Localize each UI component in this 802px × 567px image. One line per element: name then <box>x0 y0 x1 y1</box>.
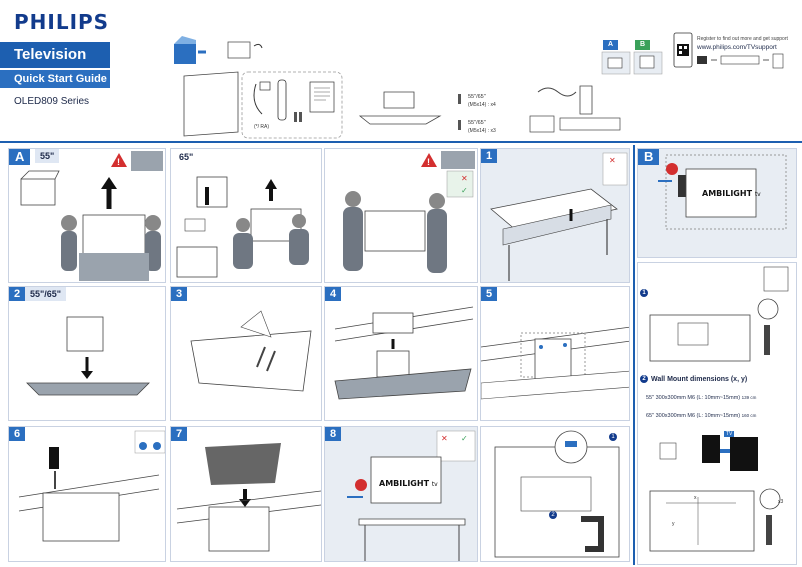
svg-text:✓: ✓ <box>461 186 468 195</box>
panel-step-6: 6 <box>8 426 166 562</box>
wall-dims-55: 55" 300x300mm M6 (L: 10mm~15mm) 139 cm <box>646 395 757 401</box>
svg-text:✓: ✓ <box>461 434 468 443</box>
phone-qr-icon <box>673 32 693 68</box>
tv-panel-outline <box>183 71 239 137</box>
screwdriver-illustration <box>18 430 165 542</box>
register-url[interactable]: www.philips.com/TVsupport <box>697 44 777 51</box>
wall-dims-65: 65" 300x300mm M6 (L: 10mm~15mm) 160 cm <box>646 413 757 419</box>
stand-neck-illustration <box>26 316 150 396</box>
panel-badge: 1 <box>481 149 498 163</box>
panel-badge: 4 <box>325 287 342 301</box>
cable-step-2: 2 <box>549 511 560 519</box>
panel-step-8: 8 ✕ ✓ AMBILIGHT tv <box>324 426 478 562</box>
panel-badge: B <box>638 149 660 165</box>
carry-illustration: ! ✕ ✓ <box>343 151 475 273</box>
screws-b-count: (M5x14) : x3 <box>468 128 496 134</box>
attach-stand-illustration <box>334 306 474 400</box>
doc-title: Television <box>0 42 110 68</box>
ambilight-logo: AMBILIGHT tv <box>702 189 761 198</box>
panel-step-7: 7 <box>170 426 322 562</box>
cable-illustration <box>494 430 620 558</box>
panel-badge: 3 <box>171 287 188 301</box>
panel-a-65: 65" <box>170 148 322 283</box>
x-dim-label: x <box>694 495 697 501</box>
panel-badge: 5 <box>481 287 498 301</box>
header-tab-b: B <box>635 40 651 50</box>
cover-illustration <box>176 443 321 552</box>
register-block: Register to find out more and get suppor… <box>673 32 793 132</box>
panel-step-4: 4 <box>324 286 478 421</box>
fix-screws-illustration <box>481 326 629 400</box>
unbox-icon <box>174 36 206 64</box>
screws-a-sizes: 55"/65" <box>468 94 486 100</box>
size-tag: 55" <box>35 149 60 163</box>
remote-label: (*/ RA) <box>254 124 269 130</box>
panel-a-55: A 55" ! <box>8 148 166 283</box>
box-contents-illustration <box>174 36 621 139</box>
wall-step-1: 1 <box>640 289 651 297</box>
panel-b: B AMBILIGHT tv <box>637 148 797 258</box>
wall-mount-illustration <box>658 154 787 230</box>
panel-step-2: 2 55"/65" <box>8 286 166 421</box>
wall-mount-steps-illustration <box>649 266 789 552</box>
x3-label: x3 <box>778 499 784 505</box>
tv-label: TV <box>724 431 735 437</box>
panel-badge: 6 <box>9 427 26 441</box>
place-on-table-illustration: ✕ <box>490 152 628 281</box>
panel-step-1: 1 ✕ <box>480 148 630 283</box>
register-text: Register to find out more and get suppor… <box>697 36 788 42</box>
panel-badge: 8 <box>325 427 342 441</box>
header-tab-a: A <box>603 40 619 50</box>
screws-b-sizes: 55"/65" <box>468 120 486 126</box>
svg-text:!: ! <box>427 157 430 167</box>
size-tag: 65" <box>179 152 194 162</box>
ambilight-logo: AMBILIGHT tv <box>379 479 438 488</box>
unpack-55-illustration: ! <box>20 151 163 281</box>
unpack-65-illustration <box>176 176 309 278</box>
screws-a-count: (M5x14) : x4 <box>468 102 496 108</box>
svg-text:!: ! <box>117 157 120 167</box>
panel-a-carry: ! ✕ ✓ <box>324 148 478 283</box>
register-steps-icon <box>697 53 784 69</box>
panel-cable-management: 1 2 <box>480 426 630 562</box>
svg-text:✕: ✕ <box>609 156 616 165</box>
series-label: OLED809 Series <box>14 96 90 107</box>
doc-subtitle: Quick Start Guide <box>0 70 110 88</box>
panel-step-3: 3 <box>170 286 322 421</box>
header-divider <box>0 141 802 143</box>
screw-stand-illustration <box>190 310 312 392</box>
box-contents: 55"/65" (M5x14) : x4 55"/65" (M5x14) : x… <box>170 36 630 139</box>
section-divider <box>633 145 635 565</box>
y-dim-label: y <box>672 521 675 527</box>
svg-text:✕: ✕ <box>461 174 468 183</box>
panel-badge: 7 <box>171 427 188 441</box>
svg-text:✕: ✕ <box>441 434 448 443</box>
panel-badge: 2 <box>9 287 26 301</box>
size-tag: 55"/65" <box>25 287 67 301</box>
brand-logo: PHILIPS <box>14 10 110 34</box>
small-box-icon <box>227 41 263 59</box>
placement-illustration: ✕ ✓ <box>347 430 476 561</box>
mount-choice-icons <box>601 51 663 75</box>
panel-step-5: 5 <box>480 286 630 421</box>
cable-step-1: 1 <box>609 433 620 441</box>
panel-badge: A <box>9 149 31 165</box>
